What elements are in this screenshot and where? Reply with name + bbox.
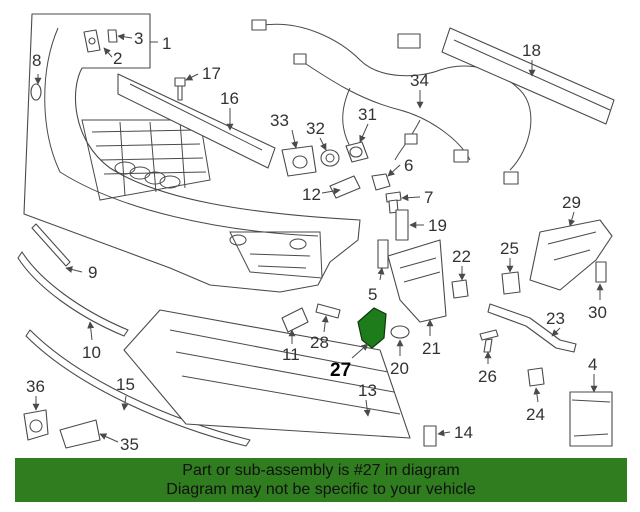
hardware-bag-4 — [569, 391, 613, 447]
callout-22: 22 — [452, 247, 471, 266]
push-pin-26 — [479, 329, 499, 353]
sensor-ring-32 — [320, 149, 340, 167]
exploded-parts-diagram: 1 2 3 4 5 6 7 8 9 10 11 12 13 14 15 16 1… — [17, 13, 615, 454]
callout-25: 25 — [500, 239, 519, 258]
notice-line-2: Diagram may not be specific to your vehi… — [166, 481, 476, 498]
callout-34: 34 — [410, 71, 429, 90]
bracket-box-1 — [32, 13, 151, 68]
callout-3: 3 — [134, 29, 143, 48]
callout-9: 9 — [88, 263, 97, 282]
leader-lines — [32, 33, 604, 443]
callout-13: 13 — [358, 381, 377, 400]
callout-18: 18 — [522, 41, 541, 60]
highlighted-part-27 — [357, 307, 387, 349]
sensor-35 — [59, 419, 101, 449]
callout-23: 23 — [546, 309, 565, 328]
callout-8: 8 — [32, 51, 41, 70]
callout-30: 30 — [588, 303, 607, 322]
callout-5: 5 — [368, 285, 377, 304]
callout-10: 10 — [82, 343, 101, 362]
callout-12: 12 — [302, 185, 321, 204]
callout-31: 31 — [358, 105, 377, 124]
notice-line-1: Part or sub-assembly is #27 in diagram — [182, 462, 460, 479]
callout-15: 15 — [116, 375, 135, 394]
callout-17: 17 — [202, 64, 221, 83]
callout-1: 1 — [162, 34, 171, 53]
callout-24: 24 — [526, 405, 545, 424]
diagram-notice-banner: Part or sub-assembly is #27 in diagram D… — [15, 458, 627, 502]
bolt-19 — [395, 209, 409, 241]
wiring-harness — [251, 19, 532, 185]
callout-20: 20 — [390, 359, 409, 378]
bolt-24 — [527, 367, 545, 387]
bolt-30 — [595, 261, 607, 283]
nut-6 — [371, 173, 391, 191]
bracket-12 — [329, 175, 361, 199]
callout-11: 11 — [282, 345, 300, 364]
lower-strip-15 — [25, 329, 251, 447]
reinforcement-bar-18 — [441, 27, 615, 125]
mount-bracket-21 — [387, 239, 447, 323]
retaining-ring — [30, 83, 42, 101]
tow-hook-cover-11 — [281, 307, 309, 333]
strap-23 — [487, 303, 577, 353]
callout-19: 19 — [428, 216, 447, 235]
grommet-20 — [390, 325, 410, 339]
callout-2: 2 — [113, 49, 122, 68]
bumper-cover — [23, 13, 361, 293]
callout-6: 6 — [404, 156, 413, 175]
callout-35: 35 — [120, 435, 139, 454]
callout-29: 29 — [562, 193, 581, 212]
callout-labels: 1 2 3 4 5 6 7 8 9 10 11 12 13 14 15 16 1… — [26, 29, 607, 454]
callout-27: 27 — [330, 360, 351, 381]
callout-28: 28 — [310, 333, 329, 352]
callout-16: 16 — [220, 89, 239, 108]
grille-trim-16 — [117, 73, 276, 169]
bolt-22 — [451, 279, 469, 299]
callout-33: 33 — [270, 111, 289, 130]
trim-strip-9 — [31, 223, 71, 267]
molding-10 — [17, 251, 129, 337]
callout-26: 26 — [478, 367, 497, 386]
underbody-shield-13 — [123, 309, 411, 439]
callout-32: 32 — [306, 119, 325, 138]
callout-36: 36 — [26, 377, 45, 396]
bolt-17 — [174, 77, 186, 101]
screw-28 — [315, 303, 341, 319]
callout-14: 14 — [454, 423, 473, 442]
callout-21: 21 — [422, 339, 441, 358]
callout-4: 4 — [588, 355, 597, 374]
screw-5 — [377, 239, 389, 269]
callout-7: 7 — [424, 188, 433, 207]
bolt-14 — [423, 425, 437, 447]
clip-25 — [501, 271, 521, 295]
lamp-holder-36 — [23, 409, 49, 441]
